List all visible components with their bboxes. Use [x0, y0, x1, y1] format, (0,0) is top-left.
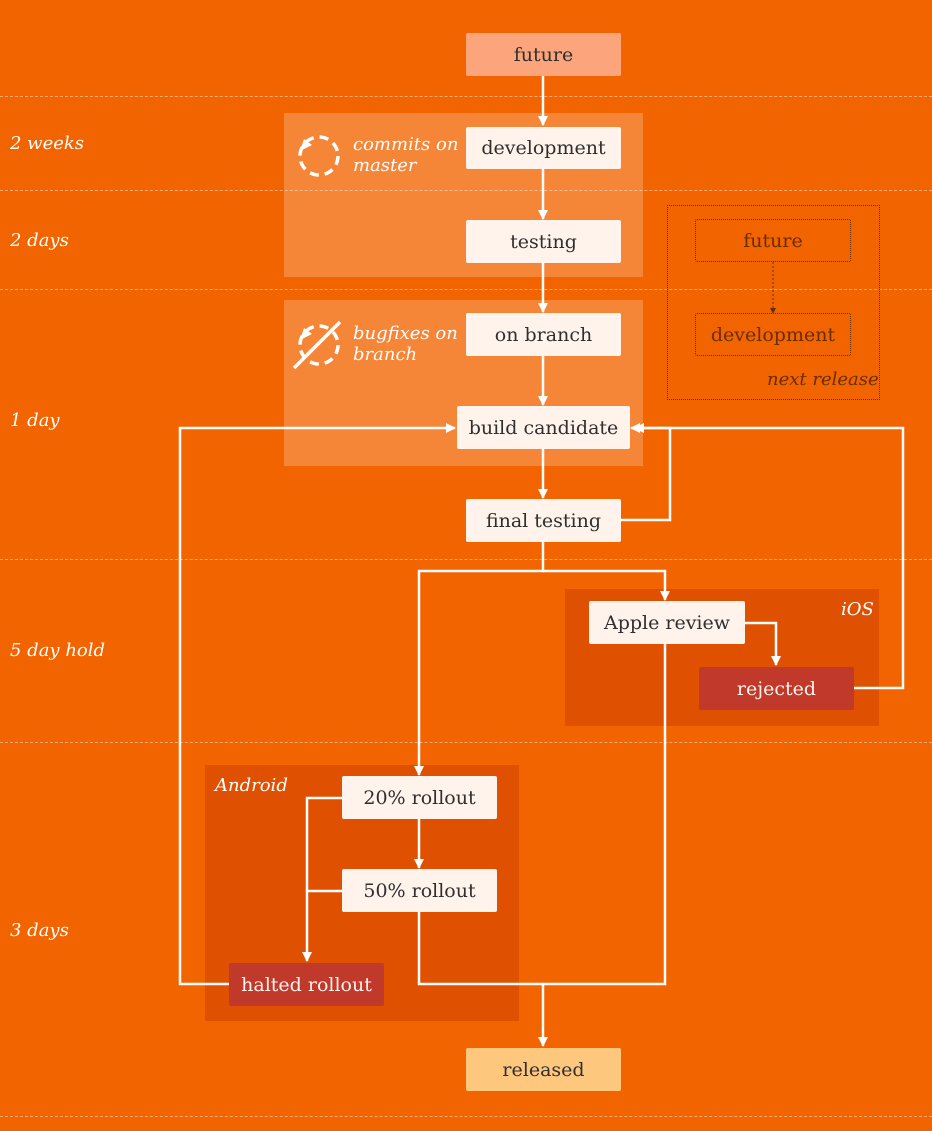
node-on-branch: on branch: [466, 313, 621, 356]
node-build-candidate: build candidate: [457, 406, 630, 449]
node-apple-review: Apple review: [589, 601, 745, 644]
commits-legend-line-2: master: [353, 155, 417, 176]
time-label-1-day: 1 day: [10, 410, 60, 431]
divider-6: [0, 1116, 932, 1117]
next-release-label: next release: [767, 369, 879, 390]
node-50-rollout: 50% rollout: [342, 869, 497, 912]
divider-5: [0, 742, 932, 743]
divider-1: [0, 96, 932, 97]
node-final-testing: final testing: [466, 499, 621, 542]
divider-3: [0, 289, 932, 290]
ios-label: iOS: [841, 599, 874, 620]
node-20-rollout: 20% rollout: [342, 776, 497, 819]
cycle-icon: [298, 135, 340, 177]
time-label-5-day-hold: 5 day hold: [10, 640, 106, 661]
time-label-2-days: 2 days: [10, 230, 69, 251]
node-released: released: [466, 1048, 621, 1091]
node-development: development: [466, 127, 621, 169]
node-rejected: rejected: [699, 667, 854, 710]
node-testing: testing: [466, 220, 621, 263]
arrow-20-halted: [302, 796, 342, 962]
arrow-rejected-build: [634, 423, 905, 690]
arrow-halted-build: [178, 423, 456, 986]
next-release-future: future: [695, 219, 851, 262]
arrow-final-apple: [543, 569, 670, 601]
commits-legend-line-1: commits on: [353, 134, 459, 155]
divider-2: [0, 190, 932, 191]
arrow-50-release: [417, 912, 548, 1047]
cycle-slash-icon: [292, 320, 342, 370]
bugfixes-legend-line-1: bugfixes on: [353, 323, 458, 344]
divider-4: [0, 559, 932, 560]
arrow-final-android: [414, 542, 545, 776]
time-label-3-days: 3 days: [10, 920, 69, 941]
android-label: Android: [215, 775, 288, 796]
time-label-2-weeks: 2 weeks: [10, 133, 85, 154]
node-future: future: [466, 33, 621, 76]
arrow-apple-rejected: [745, 621, 781, 666]
arrow-apple-release: [543, 643, 667, 986]
next-release-development: development: [695, 313, 851, 356]
bugfixes-legend-line-2: branch: [353, 344, 418, 365]
node-halted-rollout: halted rollout: [229, 963, 384, 1006]
next-release-panel: [667, 205, 880, 400]
